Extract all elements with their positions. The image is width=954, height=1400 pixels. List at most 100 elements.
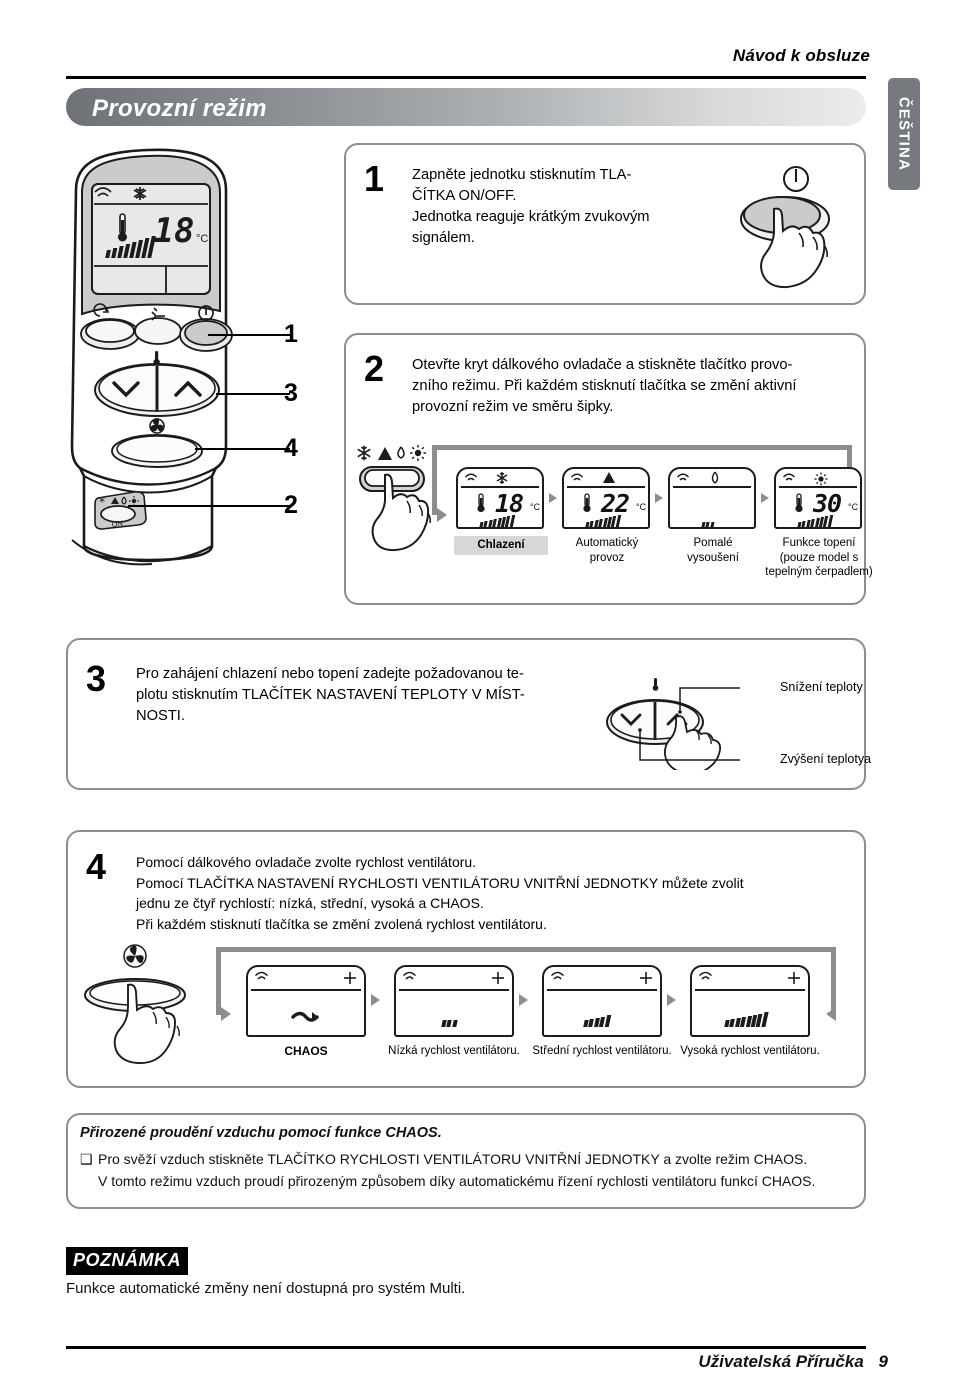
fan-panel-3-label: Vysoká rychlost ventilátoru. xyxy=(680,1045,820,1057)
mode-panel-3-temperature: 30 xyxy=(813,489,842,518)
footer: Uživatelská Příručka 9 xyxy=(698,1352,888,1372)
step-2-number: 2 xyxy=(364,348,385,389)
remote-marker-1: 1 xyxy=(284,320,298,348)
fan-plus-icon xyxy=(640,972,652,984)
mode-button-hand-illustration xyxy=(357,445,431,552)
step-2-box: 2 Otevřte kryt dálkového ovladače a stis… xyxy=(344,333,873,605)
auto-icon xyxy=(603,472,615,483)
callout-temp-up: Zvýšení teplotya xyxy=(780,752,872,766)
language-tab: ČEŠTINA xyxy=(888,78,920,190)
step-1-number: 1 xyxy=(364,158,385,199)
page-number: 9 xyxy=(878,1352,888,1371)
step-3-temp-buttons-illustration xyxy=(606,678,740,770)
chaos-swirl-icon xyxy=(291,1011,319,1022)
fan-flow-arrow-in xyxy=(221,1007,231,1021)
mode-panel-2 xyxy=(668,467,756,529)
snowflake-icon xyxy=(496,472,508,484)
dry-drop-icon xyxy=(397,446,405,459)
leader-line-3 xyxy=(216,393,290,395)
signal-icon xyxy=(571,473,583,481)
leader-line-1 xyxy=(208,334,290,336)
signal-icon xyxy=(402,971,417,980)
page-title: Provozní režim xyxy=(92,95,267,122)
fan-panel-1-label: Nízká rychlost ventilátoru. xyxy=(388,1045,520,1057)
power-icon xyxy=(198,305,214,321)
fan-arrow-1 xyxy=(519,994,528,1006)
mode-flow-frame-left xyxy=(432,445,437,515)
remote-control-illustration: 18 °C xyxy=(62,146,314,586)
step-1-hand-illustration xyxy=(740,166,830,289)
mode-panel-2-fan-bars xyxy=(701,513,715,527)
fan-icon xyxy=(149,418,165,434)
step-4-text: Pomocí dálkového ovladače zvolte rychlos… xyxy=(136,854,744,932)
thermometer-icon xyxy=(477,493,485,513)
step-3-text: Pro zahájení chlazení nebo topení zadejt… xyxy=(136,666,525,724)
mode-panel-0-unit: °C xyxy=(530,502,541,512)
mode-arrow-1 xyxy=(655,493,663,503)
auto-icon xyxy=(378,447,392,460)
sun-icon xyxy=(410,445,426,461)
remote-display-temperature: 18 xyxy=(154,211,195,251)
fan-panel-2-bars xyxy=(583,1011,611,1027)
signal-icon xyxy=(465,473,477,481)
snowflake-icon xyxy=(133,187,147,200)
fan-panel-1 xyxy=(394,965,514,1037)
thermometer-icon xyxy=(118,213,127,242)
step-3-box: 3 Pro zahájení chlazení nebo topení zade… xyxy=(66,638,871,790)
fan-panel-2 xyxy=(542,965,662,1037)
signal-icon xyxy=(254,971,269,980)
mode-panel-1: 22 °C xyxy=(562,467,650,529)
fan-plus-icon xyxy=(788,972,800,984)
mode-panel-0-temperature: 18 xyxy=(495,489,524,518)
mode-panel-1-temperature: 22 xyxy=(601,489,630,518)
mode-arrow-2 xyxy=(761,493,769,503)
mode-panel-1-fan-bars xyxy=(585,513,622,527)
mode-flow-arrow-in xyxy=(437,508,447,522)
remote-marker-2: 2 xyxy=(284,491,298,519)
signal-icon xyxy=(698,971,713,980)
chaos-note-line-1: Pro svěží vzduch stiskněte TLAČÍTKO RYCH… xyxy=(98,1151,808,1167)
fan-panel-2-label: Střední rychlost ventilátoru. xyxy=(532,1045,672,1057)
signal-icon xyxy=(94,187,112,197)
fan-flow-arrow-out xyxy=(826,1007,836,1021)
callout-temp-down: Snížení teploty xyxy=(780,680,863,694)
chaos-note-bullet: ❑ xyxy=(80,1151,93,1167)
remote-marker-3: 3 xyxy=(284,379,298,407)
chevron-down-icon xyxy=(620,713,642,726)
mode-panel-3: 30 °C xyxy=(774,467,862,529)
step-4-fan-button-illustration xyxy=(84,944,186,1064)
mode-panel-0-fan-bars xyxy=(479,513,516,527)
step-1-text: Zapněte jednotku stisknutím TLA- ČÍTKA O… xyxy=(412,167,650,246)
fan-panel-0-label: CHAOS xyxy=(284,1044,328,1058)
swing-icon xyxy=(93,303,110,317)
section-title-bar: Provozní režim xyxy=(66,88,866,126)
mode-button-icons xyxy=(99,496,139,506)
sun-icon xyxy=(814,472,828,486)
footer-rule xyxy=(66,1346,866,1349)
signal-icon xyxy=(677,473,689,481)
thermometer-small-icon xyxy=(652,678,659,691)
fan-panel-1-bars xyxy=(441,1015,458,1027)
header-rule xyxy=(66,76,866,79)
thermometer-icon xyxy=(583,493,591,513)
remote-display-unit: °C xyxy=(196,233,208,245)
mode-panel-0-label: Chlazení xyxy=(454,536,548,555)
mode-icons-row xyxy=(357,445,426,461)
chaos-note-title: Přirozené proudění vzduchu pomocí funkce… xyxy=(80,1125,442,1141)
signal-icon xyxy=(550,971,565,980)
fan-flow-frame-right xyxy=(831,947,836,1015)
step-3-number: 3 xyxy=(86,658,107,699)
poznamka-tag: POZNÁMKA xyxy=(66,1247,188,1275)
mode-panel-3-fan-bars xyxy=(797,513,834,527)
chevron-down-icon xyxy=(112,381,140,398)
poznamka-text: Funkce automatické změny není dostupná p… xyxy=(66,1280,466,1297)
fan-panel-3-bars xyxy=(724,1009,769,1027)
mode-panel-1-unit: °C xyxy=(636,502,647,512)
mode-panel-1-label: Automatický provoz xyxy=(575,537,639,564)
thermometer-icon xyxy=(795,493,803,513)
chevron-up-icon xyxy=(174,380,202,397)
mode-button-sublabel: ON xyxy=(111,519,123,529)
jet-cool-icon xyxy=(151,307,165,321)
chaos-note-line-2: V tomto režimu vzduch proudí přirozeným … xyxy=(98,1173,816,1189)
